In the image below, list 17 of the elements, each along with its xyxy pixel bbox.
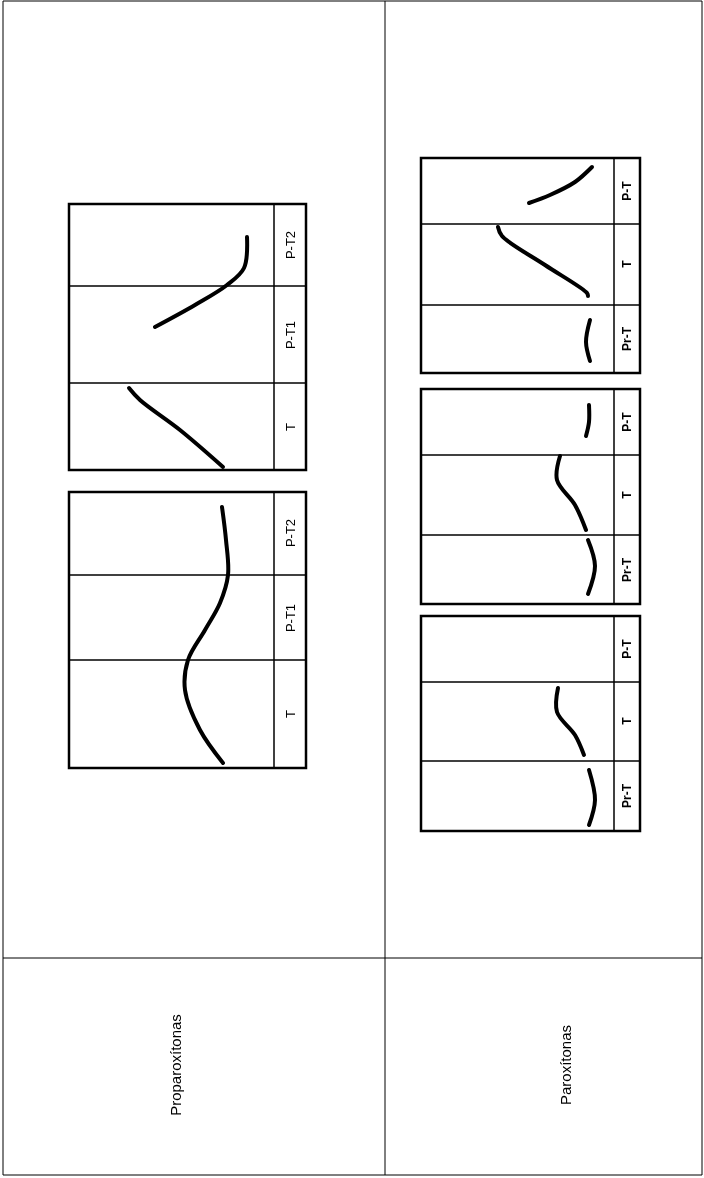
syllable-label: T — [283, 423, 297, 431]
syllable-label: T — [621, 260, 633, 268]
row-header: Paroxítonas — [557, 1025, 573, 1105]
syllable-label: Pr-T — [621, 558, 633, 582]
syllable-label: T — [621, 717, 633, 725]
syllable-label: P-T — [621, 412, 633, 432]
syllable-label: P-T1 — [283, 603, 297, 633]
syllable-label: P-T — [621, 181, 633, 201]
syllable-label: T — [621, 491, 633, 499]
syllable-label: T — [283, 710, 297, 718]
syllable-label: Pr-T — [621, 327, 633, 351]
syllable-label: P-T2 — [283, 230, 297, 260]
syllable-label: P-T2 — [283, 518, 297, 548]
row-header: Proparoxítonas — [167, 1014, 183, 1116]
syllable-label: P-T — [621, 639, 633, 659]
syllable-label: Pr-T — [621, 784, 633, 808]
syllable-label: P-T1 — [283, 320, 297, 350]
